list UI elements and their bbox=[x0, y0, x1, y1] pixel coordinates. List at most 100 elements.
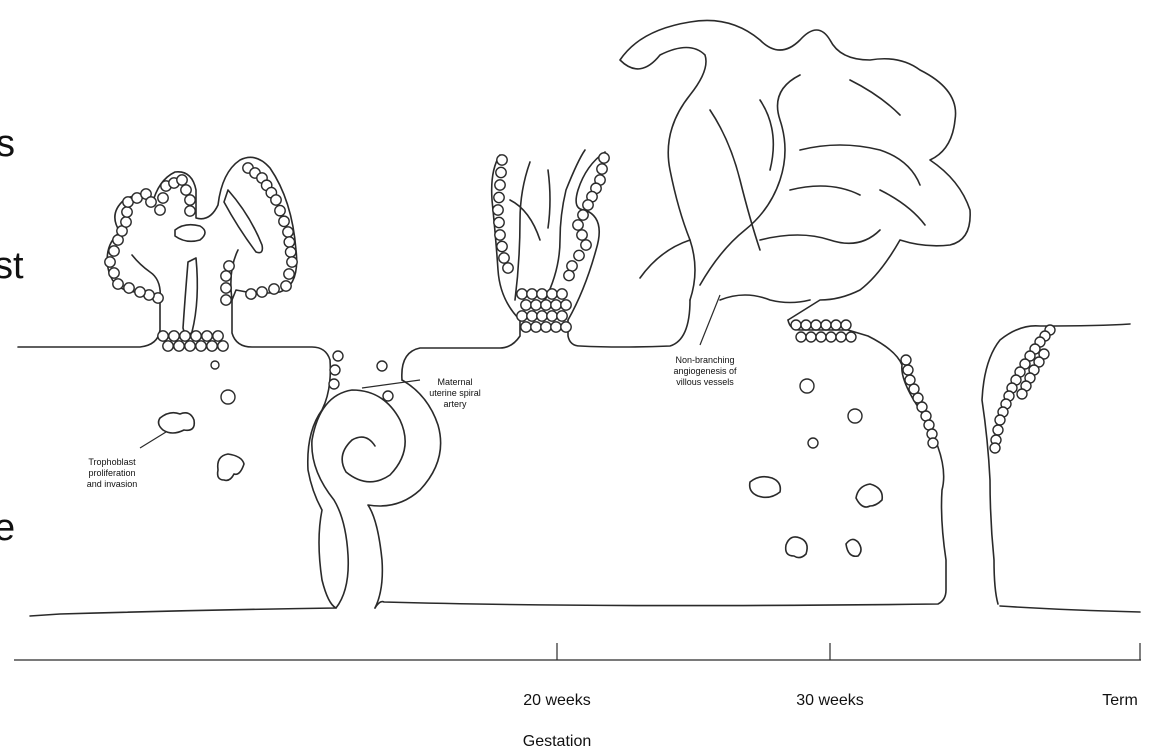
trophoblast-cell bbox=[557, 289, 567, 299]
trophoblast-cell bbox=[521, 322, 531, 332]
trophoblast-cell bbox=[531, 322, 541, 332]
trophoblast-cell bbox=[521, 300, 531, 310]
trophoblast-cell bbox=[221, 283, 231, 293]
trophoblast-cell bbox=[281, 281, 291, 291]
edge-text-fragment: s bbox=[0, 123, 15, 165]
spiral-artery bbox=[312, 351, 441, 608]
trophoblast-cell bbox=[561, 300, 571, 310]
trophoblast-cell bbox=[109, 268, 119, 278]
trophoblast-cell bbox=[284, 269, 294, 279]
trophoblast-cell bbox=[557, 311, 567, 321]
trophoblast-cell bbox=[551, 322, 561, 332]
trophoblast-cell bbox=[928, 438, 938, 448]
trophoblast-cell bbox=[831, 320, 841, 330]
trophoblast-cell bbox=[561, 322, 571, 332]
trophoblast-cell bbox=[841, 320, 851, 330]
trophoblast-cell bbox=[169, 331, 179, 341]
trophoblast-cell bbox=[221, 295, 231, 305]
trophoblast-cell bbox=[158, 193, 168, 203]
trophoblast-cell bbox=[180, 331, 190, 341]
label-angiogenesis-line: Non-branching bbox=[675, 355, 734, 365]
trophoblast-cells bbox=[791, 320, 856, 342]
trophoblast-cell bbox=[493, 205, 503, 215]
trophoblast-cell bbox=[811, 320, 821, 330]
trophoblast-cell bbox=[146, 197, 156, 207]
trophoblast-cell bbox=[836, 332, 846, 342]
trophoblast-cell bbox=[541, 322, 551, 332]
trophoblast-cell bbox=[185, 341, 195, 351]
trophoblast-cell bbox=[826, 332, 836, 342]
trophoblast-cell bbox=[537, 289, 547, 299]
trophoblast-cell bbox=[541, 300, 551, 310]
trophoblast-cell bbox=[283, 227, 293, 237]
trophoblast-cell bbox=[901, 355, 911, 365]
trophoblast-cell bbox=[564, 270, 574, 280]
trophoblast-cell bbox=[578, 210, 588, 220]
trophoblast-cell bbox=[1017, 389, 1027, 399]
label-maternal-line: artery bbox=[443, 399, 467, 409]
label-angiogenesis-line: angiogenesis of bbox=[673, 366, 737, 376]
trophoblast-cell bbox=[573, 220, 583, 230]
tissue-block-early bbox=[18, 157, 336, 616]
trophoblast-cell bbox=[796, 332, 806, 342]
trophoblast-cell bbox=[574, 250, 584, 260]
trophoblast-cell bbox=[517, 289, 527, 299]
trophoblast-cell bbox=[497, 155, 507, 165]
tick-label-term: Term bbox=[1102, 692, 1138, 709]
trophoblast-cell bbox=[285, 247, 295, 257]
trophoblast-cell bbox=[821, 320, 831, 330]
trophoblast-cells bbox=[901, 355, 938, 448]
trophoblast-cell bbox=[269, 284, 279, 294]
trophoblast-cell bbox=[105, 257, 115, 267]
trophoblast-cell bbox=[547, 311, 557, 321]
trophoblast-cell bbox=[158, 331, 168, 341]
trophoblast-cell bbox=[124, 283, 134, 293]
trophoblast-cell bbox=[806, 332, 816, 342]
axis-title: Gestation bbox=[523, 733, 591, 750]
tissue-block-mid bbox=[375, 20, 970, 608]
trophoblast-cell bbox=[497, 241, 507, 251]
edge-text-fragment: st bbox=[0, 245, 24, 287]
trophoblast-cell bbox=[122, 207, 132, 217]
label-angiogenesis-line: villous vessels bbox=[676, 377, 734, 387]
trophoblast-cell bbox=[995, 415, 1005, 425]
label-maternal-line: Maternal bbox=[437, 377, 472, 387]
trophoblast-cell bbox=[113, 279, 123, 289]
trophoblast-cell bbox=[816, 332, 826, 342]
trophoblast-cell bbox=[174, 341, 184, 351]
trophoblast-cell bbox=[271, 195, 281, 205]
trophoblast-cell bbox=[246, 289, 256, 299]
trophoblast-cell bbox=[287, 257, 297, 267]
label-trophoblast-line: and invasion bbox=[87, 479, 138, 489]
gestation-axis: 20 weeks 30 weeks Term Gestation bbox=[14, 643, 1141, 750]
trophoblast-cell bbox=[499, 253, 509, 263]
trophoblast-cell bbox=[257, 287, 267, 297]
label-trophoblast: Trophoblast proliferation and invasion bbox=[87, 457, 138, 489]
trophoblast-cell bbox=[218, 341, 228, 351]
trophoblast-cell bbox=[494, 192, 504, 202]
label-maternal-artery: Maternal uterine spiral artery bbox=[429, 377, 481, 409]
trophoblast-cell bbox=[547, 289, 557, 299]
trophoblast-cell bbox=[155, 205, 165, 215]
trophoblast-cells bbox=[990, 325, 1055, 453]
trophoblast-cell bbox=[495, 230, 505, 240]
trophoblast-cell bbox=[207, 341, 217, 351]
trophoblast-cell bbox=[202, 331, 212, 341]
trophoblast-cell bbox=[177, 175, 187, 185]
trophoblast-cell bbox=[577, 230, 587, 240]
trophoblast-cell bbox=[597, 164, 607, 174]
trophoblast-cell bbox=[801, 320, 811, 330]
edge-text-fragment: e bbox=[0, 507, 15, 549]
trophoblast-cell bbox=[135, 287, 145, 297]
trophoblast-cell bbox=[495, 180, 505, 190]
trophoblast-cell bbox=[191, 331, 201, 341]
trophoblast-cell bbox=[583, 200, 593, 210]
trophoblast-cell bbox=[185, 206, 195, 216]
trophoblast-cell bbox=[185, 195, 195, 205]
trophoblast-cell bbox=[527, 289, 537, 299]
trophoblast-cell bbox=[221, 271, 231, 281]
label-maternal-line: uterine spiral bbox=[429, 388, 481, 398]
trophoblast-cell bbox=[527, 311, 537, 321]
